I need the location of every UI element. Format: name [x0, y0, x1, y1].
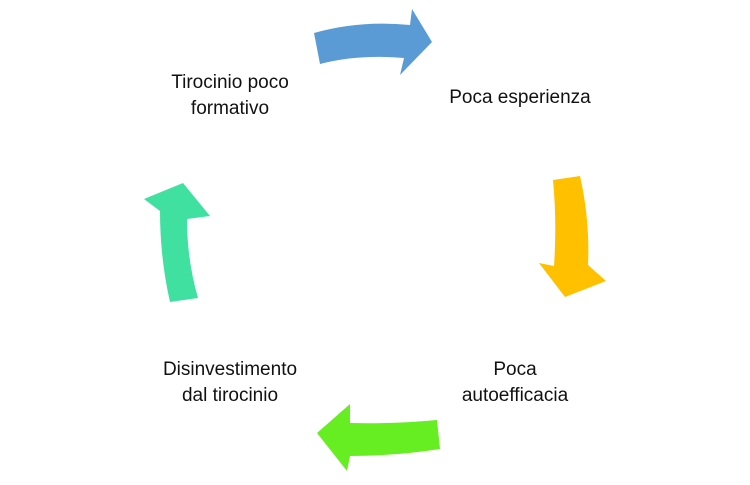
node-line: Poca [493, 359, 537, 380]
node-tirocinio-poco-formativo: Tirocinio poco formativo [140, 70, 320, 122]
arrow-node1-to-node2 [314, 9, 432, 75]
node-poca-esperienza: Poca esperienza [425, 85, 615, 111]
node-line: dal tirocinio [181, 385, 279, 406]
arrow-node2-to-node3 [539, 176, 606, 297]
node-line: Poca esperienza [449, 87, 591, 108]
node-line: autoefficacia [461, 385, 569, 406]
node-line: formativo [190, 98, 270, 119]
node-line: Tirocinio poco [171, 72, 289, 93]
node-disinvestimento-dal-tirocinio: Disinvestimento dal tirocinio [135, 357, 325, 409]
arrow-node3-to-node4 [317, 404, 440, 471]
node-poca-autoefficacia: Poca autoefficacia [430, 357, 600, 409]
arrow-node4-to-node1 [144, 183, 210, 302]
node-line: Disinvestimento [162, 359, 298, 380]
